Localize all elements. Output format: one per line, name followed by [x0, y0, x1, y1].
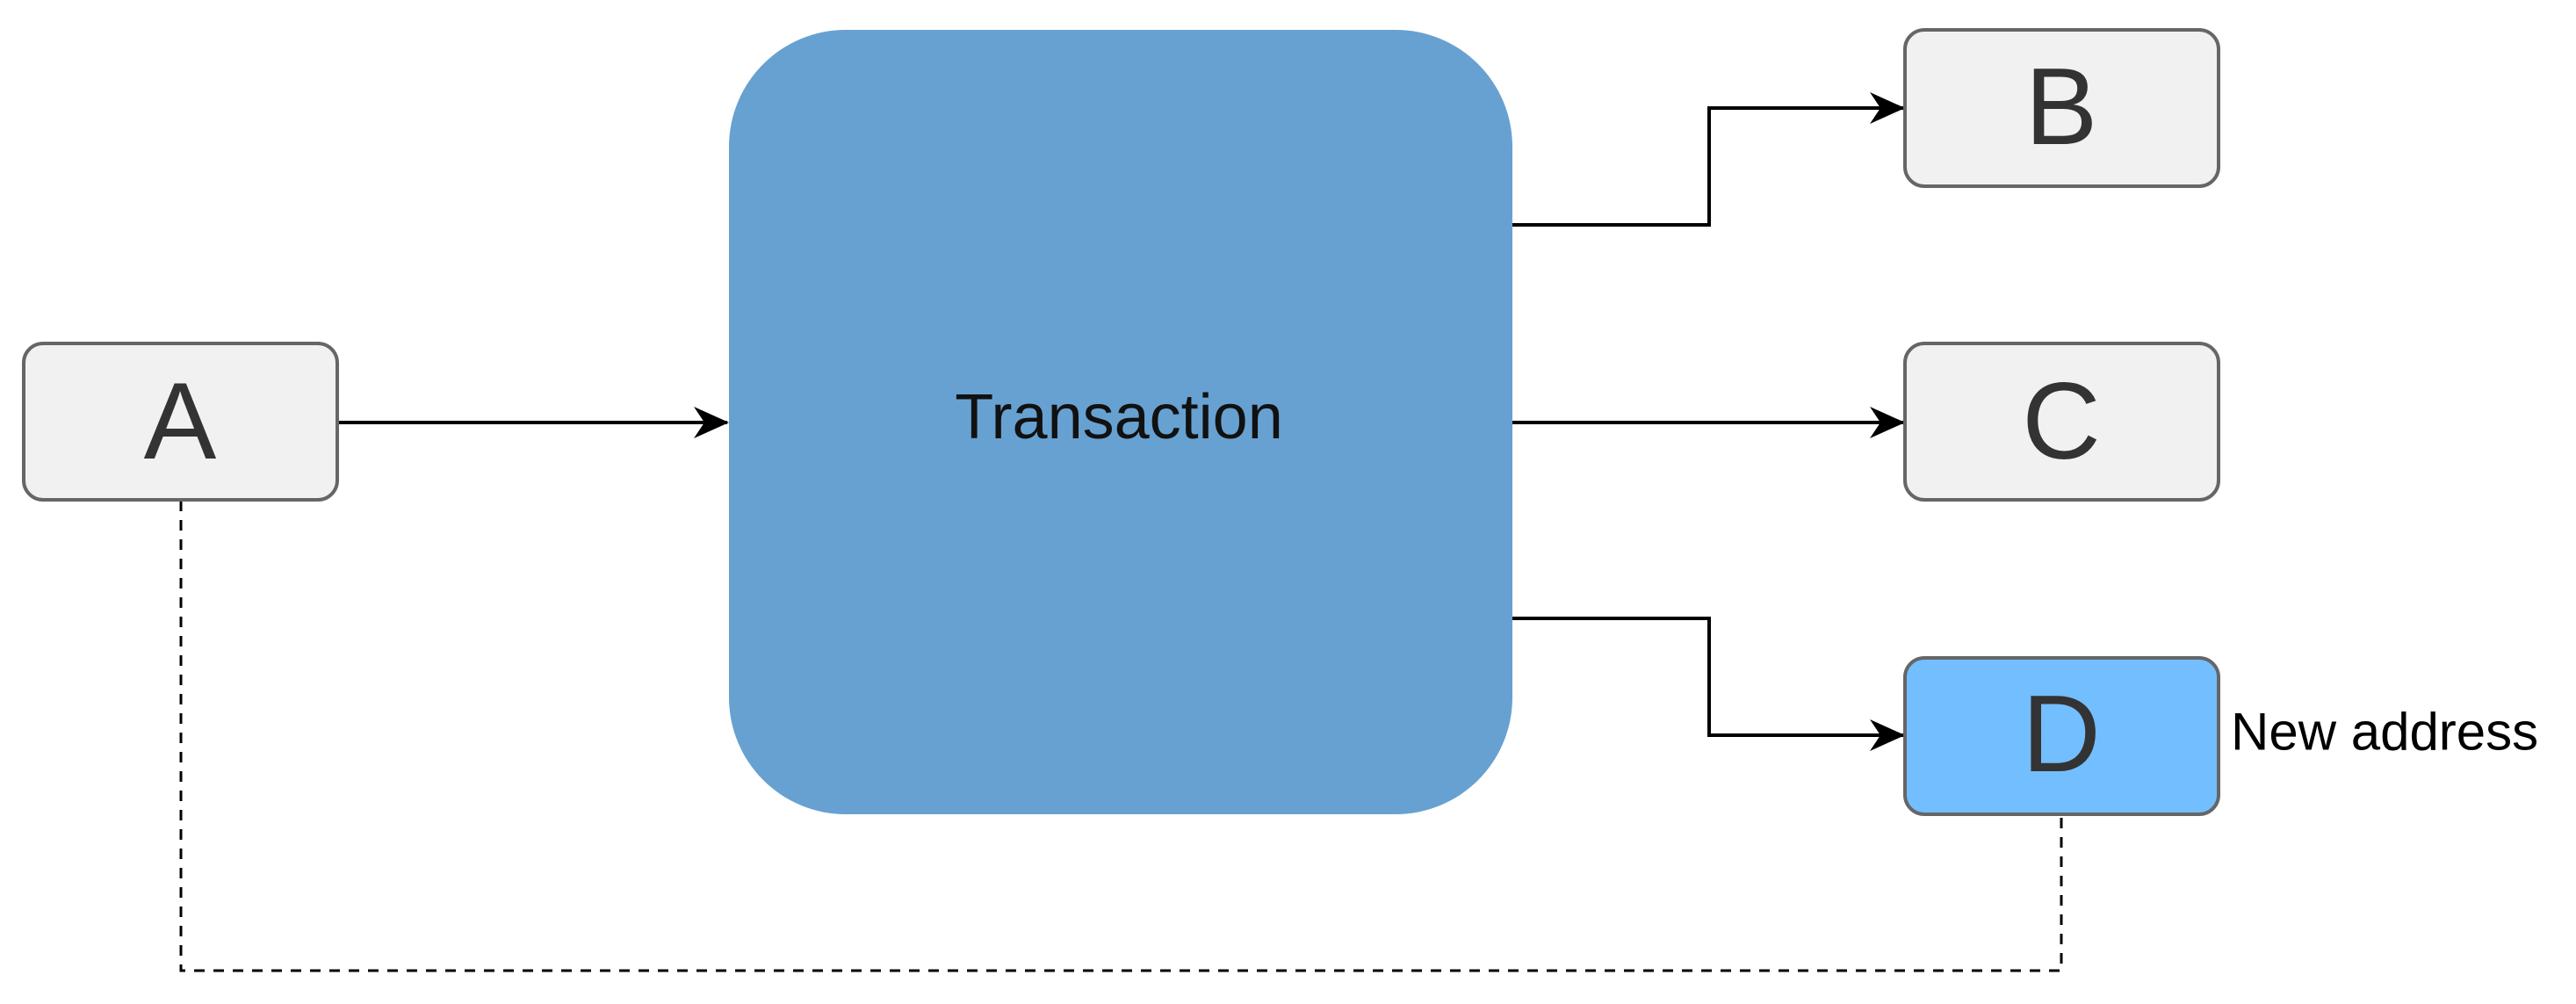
node-c-label: C	[2022, 361, 2101, 482]
node-d[interactable]: D	[1903, 656, 2220, 816]
node-c[interactable]: C	[1903, 342, 2220, 502]
node-d-box	[1903, 656, 2220, 816]
new-address-annotation: New address	[2231, 703, 2538, 762]
node-d-label: D	[2022, 674, 2101, 795]
edge-a-to-d-dashed	[179, 501, 2063, 972]
node-c-box	[1903, 342, 2220, 502]
edge-transaction-to-d	[1512, 617, 1905, 751]
node-b-label: B	[2025, 47, 2098, 168]
node-a[interactable]: A	[22, 342, 339, 502]
transaction-label: Transaction	[955, 382, 1283, 452]
node-b[interactable]: B	[1903, 28, 2220, 188]
node-a-box	[22, 342, 339, 502]
node-b-box	[1903, 28, 2220, 188]
node-a-label: A	[144, 361, 217, 482]
transaction-box	[729, 30, 1512, 814]
node-transaction[interactable]: Transaction	[729, 30, 1512, 814]
edge-transaction-to-b	[1512, 92, 1905, 227]
